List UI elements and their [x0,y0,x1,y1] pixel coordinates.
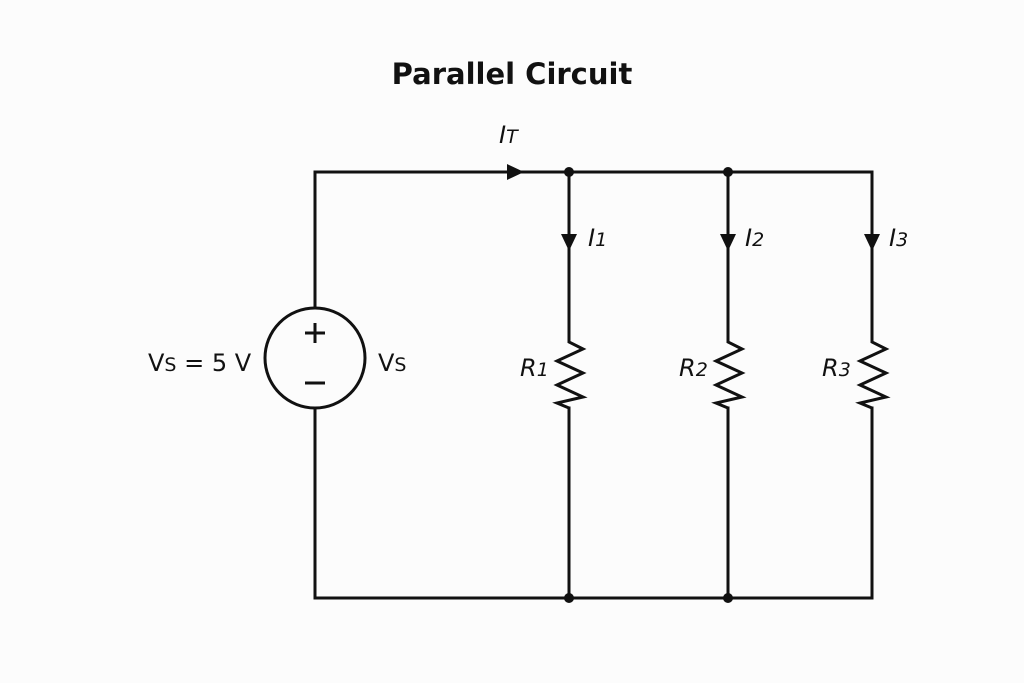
resistor-2-label: R2 [679,354,708,382]
resistor-1-label: R1 [520,354,549,382]
branch-1-current-arrow-icon [561,234,577,251]
diagram-title: Parallel Circuit [392,57,633,91]
wires [313,170,874,600]
branch-3-current-label: I3 [889,224,908,252]
resistor-2-icon [711,337,747,410]
resistor-3-icon [855,337,891,410]
branch-2-current-arrow-icon [720,234,736,251]
junction-dot-top-1 [564,167,574,177]
junction-dot-top-2 [723,167,733,177]
positive-terminal-icon [305,323,325,343]
voltage-source-circle [263,306,367,410]
branch-1-current-label: I1 [588,224,607,252]
junction-dot-bottom-2 [723,593,733,603]
junctions [564,167,733,603]
resistor-3-label: R3 [822,354,851,382]
voltage-source [263,306,367,410]
total-current-label: IT [499,121,519,149]
branch-3-current-arrow-icon [864,234,880,251]
junction-dot-bottom-1 [564,593,574,603]
branch-2-current-label: I2 [745,224,764,252]
resistor-1-icon [552,337,588,410]
source-voltage-label: VS = 5 V [148,349,252,377]
source-name-label: VS [378,349,406,377]
total-current-arrow-icon [507,164,524,180]
